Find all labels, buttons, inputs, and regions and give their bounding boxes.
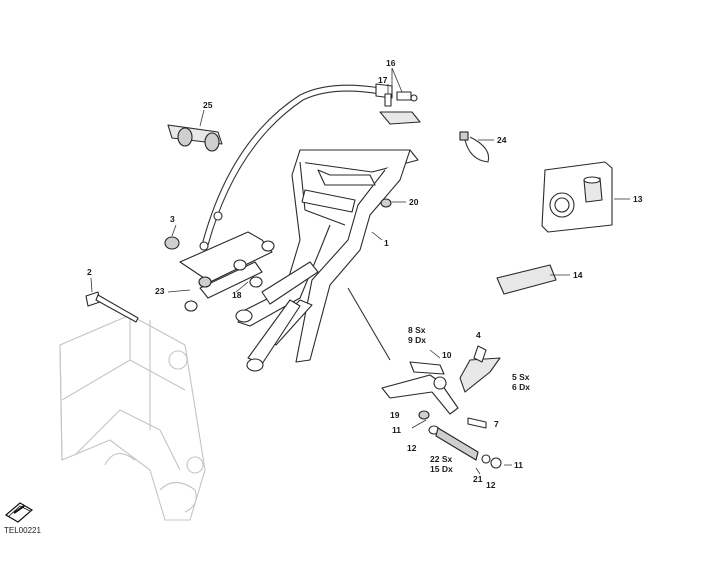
label-9: 9 Dx	[408, 335, 426, 345]
label-23: 23	[155, 286, 165, 296]
label-1: 1	[384, 238, 389, 248]
part-2-bolt[interactable]	[85, 277, 139, 323]
brace-rod[interactable]	[199, 83, 393, 251]
label-16: 16	[386, 58, 396, 68]
label-3: 3	[170, 214, 175, 224]
label-6: 6 Dx	[512, 382, 530, 392]
label-11b: 11	[514, 460, 523, 470]
label-5: 5 Sx	[512, 372, 530, 382]
label-12a: 12	[407, 443, 417, 453]
part-1-subframe[interactable]	[235, 149, 419, 372]
label-13: 13	[633, 194, 643, 204]
label-2: 2	[87, 267, 92, 277]
drawing-code: TEL00221	[4, 526, 41, 535]
book-wrench-icon	[4, 502, 34, 523]
label-7: 7	[494, 419, 499, 429]
part-20-nut[interactable]	[380, 198, 406, 208]
label-12b: 12	[486, 480, 496, 490]
label-20: 20	[409, 197, 419, 207]
label-8: 8 Sx	[408, 325, 426, 335]
label-17: 17	[378, 75, 388, 85]
label-22: 22 Sx	[430, 454, 452, 464]
label-14: 14	[573, 270, 583, 280]
label-4: 4	[476, 330, 481, 340]
label-21: 21	[473, 474, 483, 484]
label-10: 10	[442, 350, 452, 360]
part-25-clamp[interactable]	[167, 109, 223, 152]
label-11a: 11	[392, 425, 401, 435]
part-13-panel[interactable]	[541, 161, 630, 233]
label-18: 18	[232, 290, 242, 300]
part-24-cable[interactable]	[459, 131, 494, 163]
part-14-pad[interactable]	[496, 264, 570, 295]
part-3-18-23-bracket[interactable]	[164, 224, 275, 312]
main-frame-ghost	[59, 314, 206, 521]
part-16-17-bolts[interactable]	[379, 67, 421, 125]
part-labels: 25 16 17 24 13 20 3 1 2 14 23 18 8 Sx 9 …	[87, 58, 643, 490]
label-24: 24	[497, 135, 507, 145]
label-25: 25	[203, 100, 213, 110]
label-15: 15 Dx	[430, 464, 453, 474]
footpeg-assembly[interactable]	[347, 287, 512, 475]
label-19: 19	[390, 410, 400, 420]
